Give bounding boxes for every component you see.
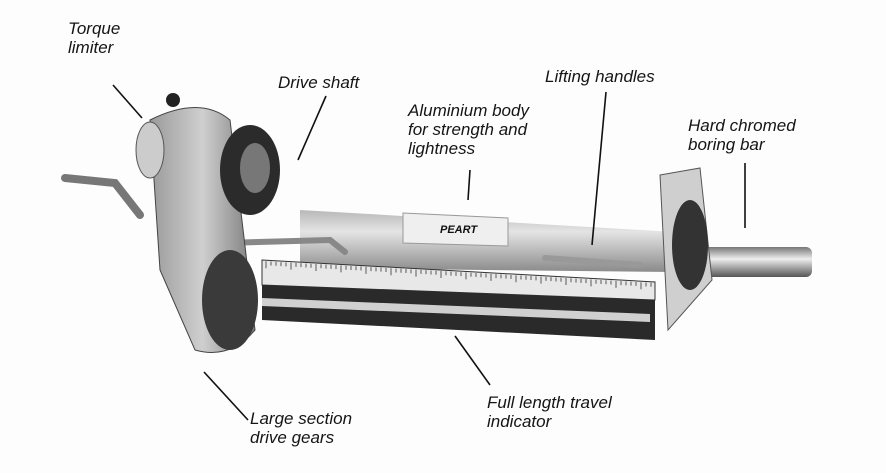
crank-handle (61, 174, 144, 219)
leader-lines (112, 84, 746, 421)
label-boring-bar: Hard chromed boring bar (688, 116, 796, 154)
torque-limiter (135, 121, 165, 179)
label-drive-shaft: Drive shaft (278, 73, 360, 92)
lifting-handle (219, 236, 348, 255)
lifting-handle (542, 255, 643, 268)
label-drive-gears: Large section drive gears (250, 409, 353, 447)
label-aluminium-body: Aluminium body for strength and lightnes… (408, 101, 529, 158)
label-torque-limiter: Torque limiter (68, 19, 121, 57)
label-travel-indicator: Full length travel indicator (487, 393, 612, 431)
logo-plate (402, 212, 509, 247)
logo-text: PEART (440, 224, 478, 236)
boring-bar (690, 247, 812, 277)
drive-gears (202, 250, 258, 350)
label-lifting-handles: Lifting handles (545, 67, 655, 86)
